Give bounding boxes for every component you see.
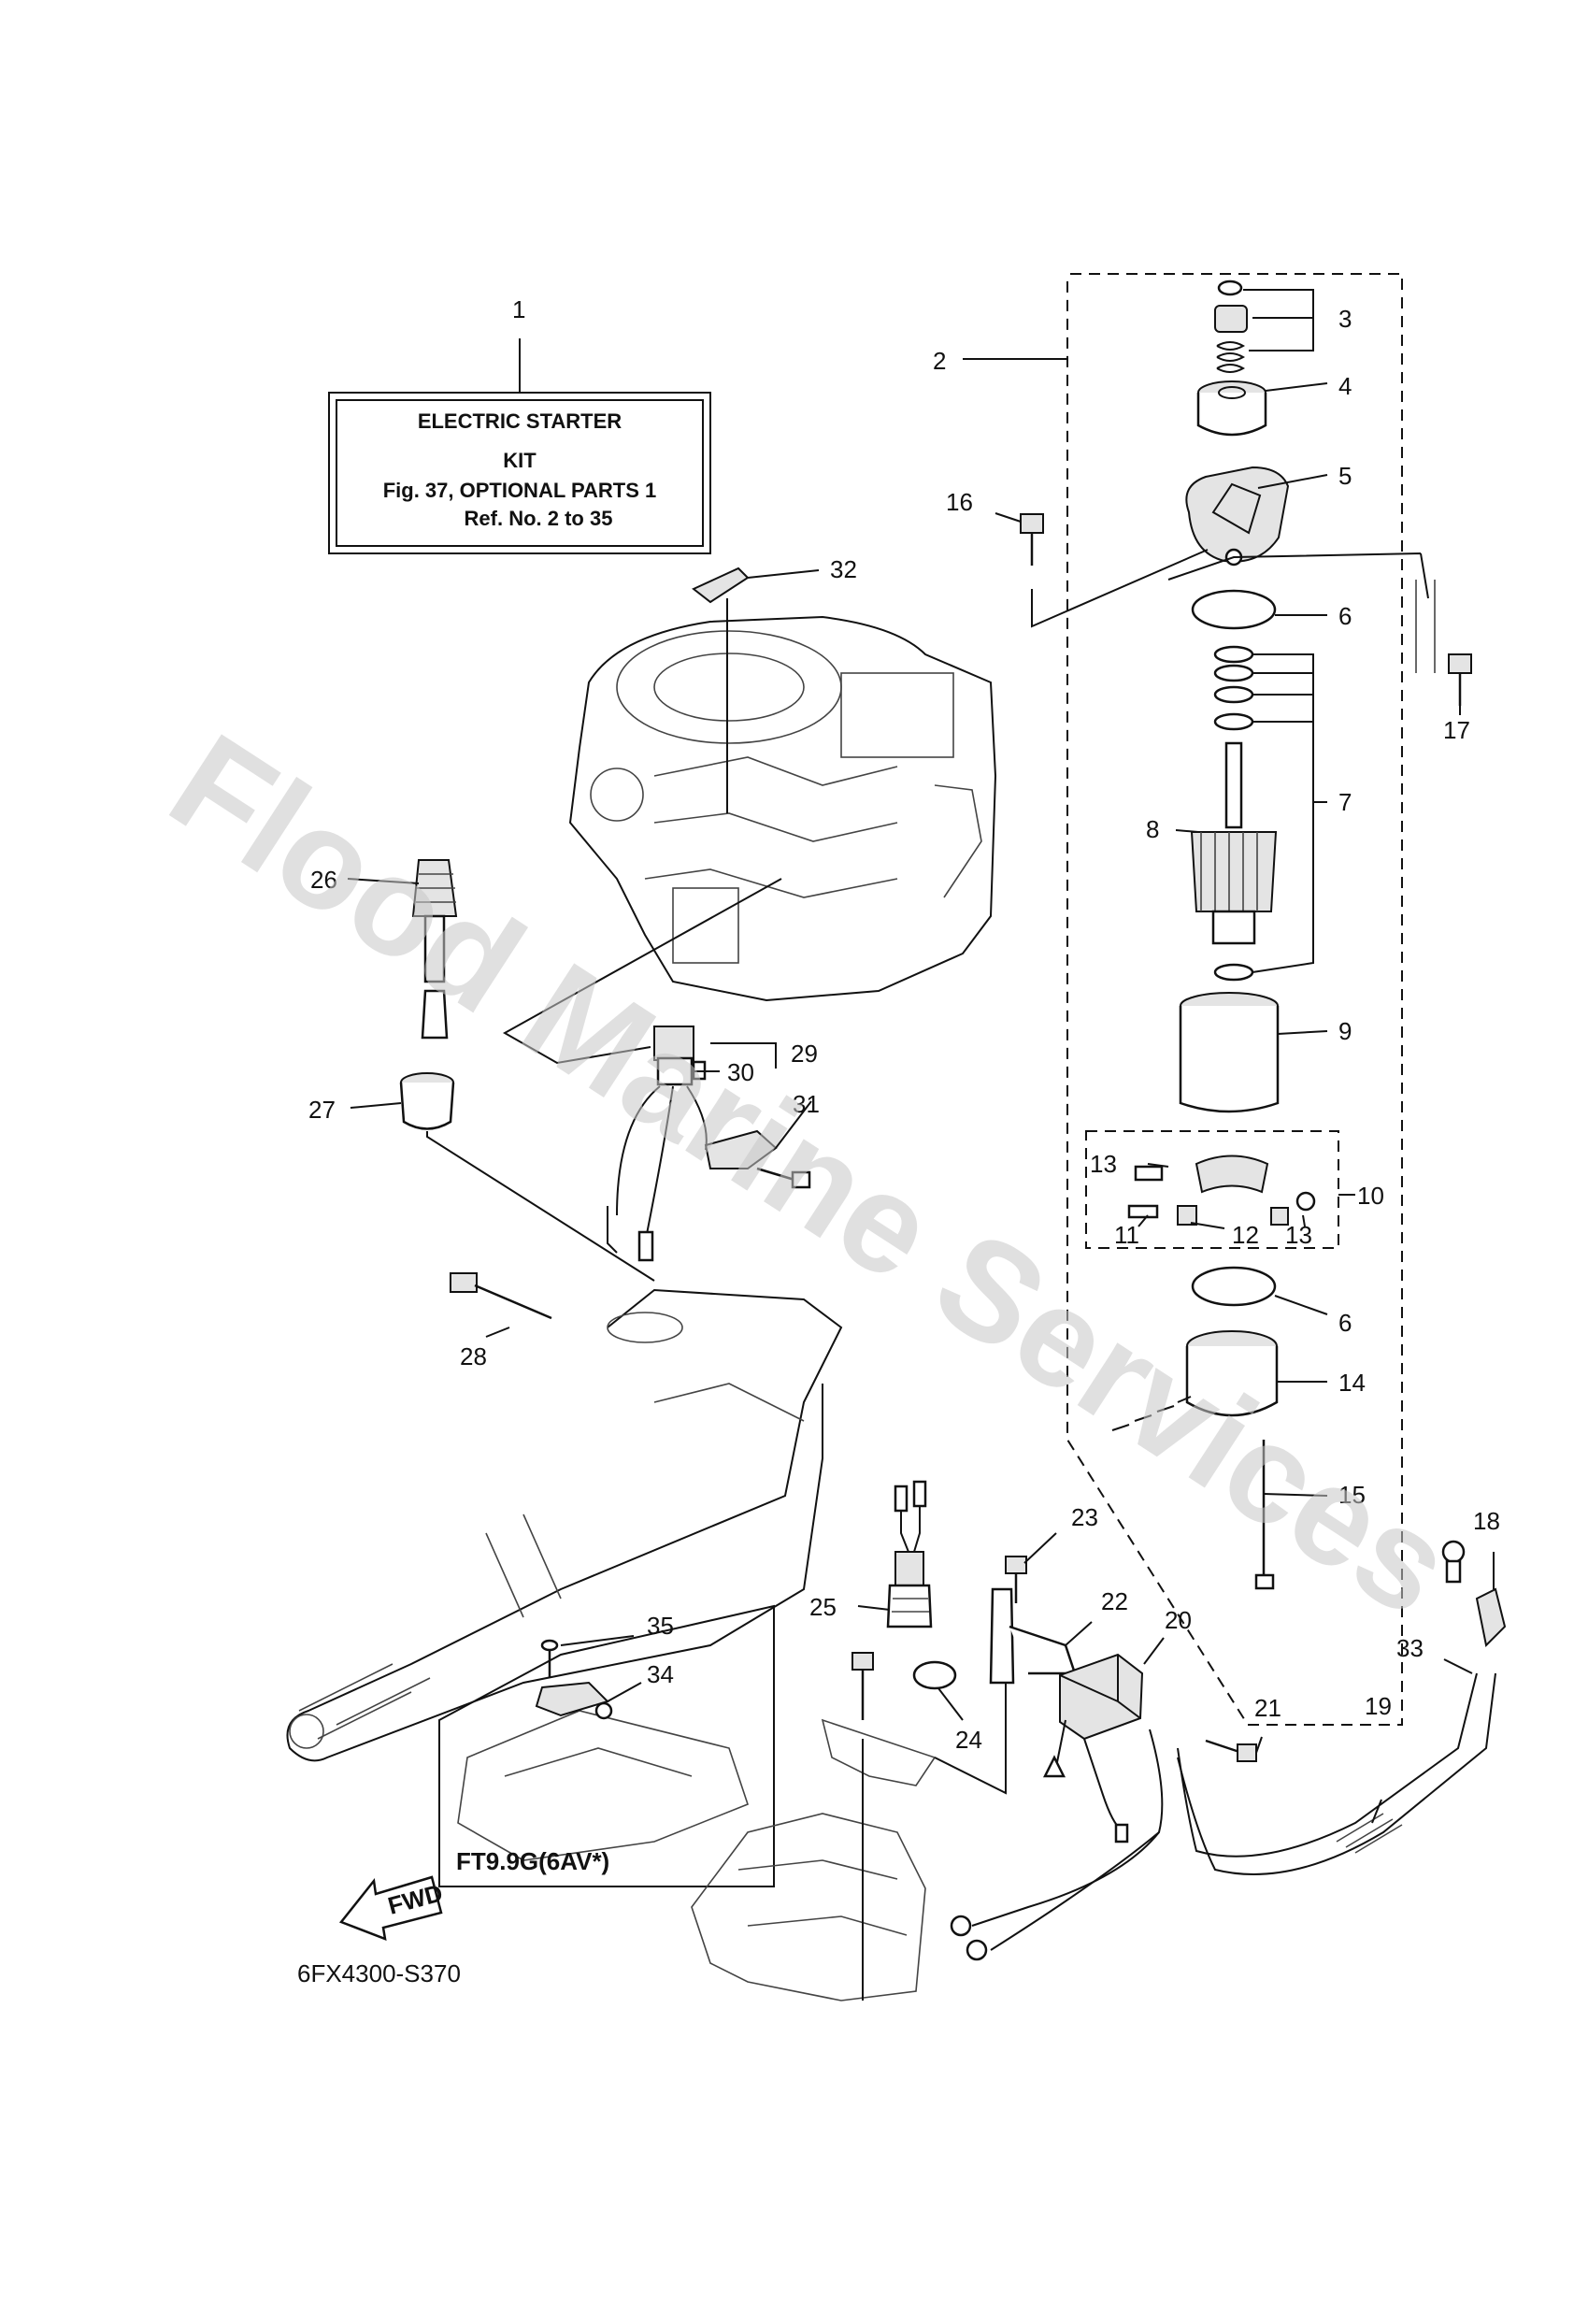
callout-20: 20 <box>1165 1606 1192 1634</box>
part-o-ring-upper <box>1191 589 1277 630</box>
callout-17: 17 <box>1443 716 1470 744</box>
callout-3: 3 <box>1338 305 1352 333</box>
brush-set-outline <box>1085 1130 1339 1249</box>
callout-26: 26 <box>310 866 337 894</box>
callout-34: 34 <box>647 1660 674 1688</box>
callout-6-upper: 6 <box>1338 602 1352 630</box>
part-holder-31 <box>704 1129 811 1189</box>
callout-6-lower: 6 <box>1338 1309 1352 1337</box>
leader-lines <box>347 382 1495 1824</box>
kit-info-box: ELECTRIC STARTER KIT Fig. 37, OPTIONAL P… <box>328 392 711 554</box>
kit-title: ELECTRIC STARTER <box>418 409 622 433</box>
callout-24: 24 <box>955 1726 982 1754</box>
ft99g-sub-box <box>438 1604 775 1887</box>
part-clip-34 <box>535 1681 613 1720</box>
callout-18: 18 <box>1473 1507 1500 1535</box>
callout-7: 7 <box>1338 788 1352 816</box>
watermark: Flood Marine Services <box>145 703 1479 1645</box>
part-washer-set <box>1213 645 1314 982</box>
callout-16: 16 <box>946 488 973 516</box>
part-bolt-17 <box>1167 552 1472 706</box>
part-neutral-switch-25 <box>886 1480 933 1628</box>
part-mount-bracket <box>821 1652 1007 2001</box>
part-bracket-22 <box>989 1587 1077 1685</box>
callout-31: 31 <box>793 1090 820 1118</box>
callout-19: 19 <box>1365 1692 1392 1720</box>
part-connector-29 <box>653 1026 777 1086</box>
part-battery-cable-19 <box>950 1672 1496 1961</box>
callout-29: 29 <box>791 1040 818 1068</box>
kit-figure-ref: Fig. 37, OPTIONAL PARTS 1 <box>383 479 657 502</box>
callout-21: 21 <box>1254 1694 1281 1722</box>
part-clip-32 <box>692 567 750 813</box>
part-pinion-stopper-set <box>1214 280 1314 373</box>
part-armature <box>1190 741 1278 945</box>
ft99g-label: FT9.9G(6AV*) <box>456 1847 609 1875</box>
callout-32: 32 <box>830 555 857 583</box>
fwd-arrow-icon: FWD <box>338 1875 446 1941</box>
part-cable-tie-28 <box>450 1272 552 1320</box>
callout-23: 23 <box>1071 1503 1098 1531</box>
kit-subtitle: KIT <box>503 449 537 472</box>
diagram-code: 6FX4300-S370 <box>297 1959 461 1987</box>
tiller-bracket-sketch <box>457 1710 749 1861</box>
engine-block <box>568 615 997 1002</box>
callout-5: 5 <box>1338 462 1352 490</box>
callout-15: 15 <box>1338 1481 1366 1509</box>
part-washer-24 <box>912 1660 957 1690</box>
callout-30: 30 <box>727 1058 754 1086</box>
part-bolt-16 <box>1020 513 1209 628</box>
part-rear-cover <box>1111 1330 1279 1431</box>
callout-1: 1 <box>512 295 525 323</box>
part-bolt-21 <box>1205 1739 1257 1762</box>
part-brush-holder <box>1127 1155 1316 1226</box>
part-o-ring-lower <box>1191 1266 1277 1307</box>
callout-33: 33 <box>1396 1634 1424 1662</box>
callout-27: 27 <box>308 1096 336 1124</box>
callout-2: 2 <box>933 347 946 375</box>
callout-28: 28 <box>460 1342 487 1370</box>
callout-14: 14 <box>1338 1369 1366 1397</box>
callout-13-right: 13 <box>1285 1221 1312 1249</box>
part-front-cover <box>1185 466 1290 567</box>
callout-25: 25 <box>809 1593 837 1621</box>
callout-12: 12 <box>1232 1221 1259 1249</box>
callout-4: 4 <box>1338 372 1352 400</box>
part-screw-35 <box>540 1639 559 1678</box>
part-yoke <box>1179 992 1280 1113</box>
part-terminal-18 <box>1441 1540 1507 1648</box>
part-bolt-23 <box>1005 1556 1027 1603</box>
part-grommet-27 <box>399 1072 655 1282</box>
kit-ref-range: Ref. No. 2 to 35 <box>465 507 613 530</box>
callout-labels: 1 2 3 4 5 6 6 7 8 9 10 11 12 13 13 14 15… <box>308 295 1500 1754</box>
lower-unit-housing <box>286 1288 843 1762</box>
callout-8: 8 <box>1146 815 1159 843</box>
callout-9: 9 <box>1338 1017 1352 1045</box>
callout-35: 35 <box>647 1612 674 1640</box>
bottom-cowling-sketch <box>691 1813 926 2001</box>
callout-11: 11 <box>1114 1221 1139 1249</box>
part-switch-26 <box>411 859 458 1040</box>
callout-13-left: 13 <box>1090 1150 1117 1178</box>
part-pinion <box>1196 380 1267 437</box>
part-starter-relay-20 <box>1042 1653 1144 1843</box>
callout-22: 22 <box>1101 1587 1128 1615</box>
callout-10: 10 <box>1357 1182 1384 1210</box>
starter-motor-group-outline <box>1066 273 1403 1726</box>
